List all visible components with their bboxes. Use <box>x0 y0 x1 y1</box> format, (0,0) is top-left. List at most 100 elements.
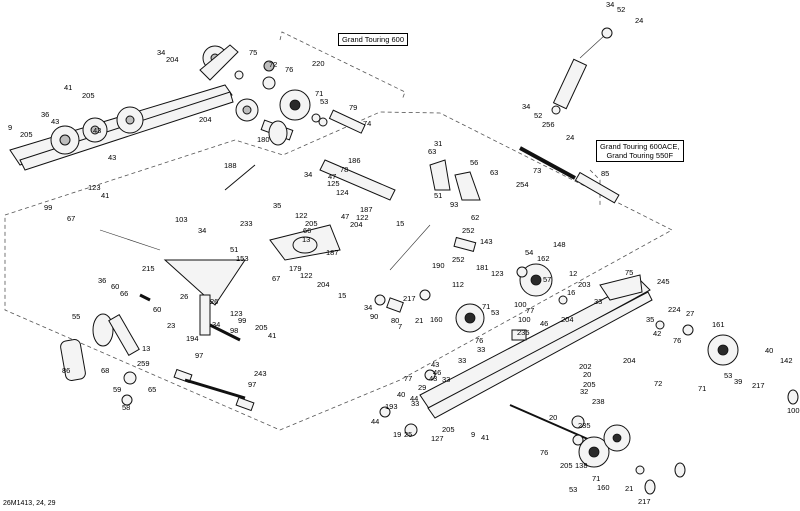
part-number-label: 205 <box>305 219 318 228</box>
part-number-label: 235 <box>578 421 591 430</box>
part-number-label: 203 <box>578 280 591 289</box>
part-number-label: 12 <box>569 269 577 278</box>
part-number-label: 181 <box>476 263 489 272</box>
part-number-label: 40 <box>765 346 773 355</box>
part-number-label: 86 <box>62 366 70 375</box>
part-number-label: 123 <box>491 269 504 278</box>
part-number-label: 44 <box>410 394 418 403</box>
part-number-label: 67 <box>272 274 280 283</box>
part-number-label: 34 <box>364 303 372 312</box>
part-number-label: 160 <box>597 483 610 492</box>
part-number-label: 33 <box>477 345 485 354</box>
part-number-label: 13 <box>302 235 310 244</box>
part-number-label: 160 <box>430 315 443 324</box>
part-number-label: 233 <box>240 219 253 228</box>
callout-line: Grand Touring 600 <box>342 35 404 44</box>
part-number-label: 205 <box>255 323 268 332</box>
part-number-label: 60 <box>153 305 161 314</box>
part-number-label: 33 <box>411 399 419 408</box>
part-number-label: 53 <box>320 97 328 106</box>
part-number-label: 220 <box>312 59 325 68</box>
part-number-label: 7 <box>398 322 402 331</box>
part-number-label: 75 <box>249 48 257 57</box>
part-number-label: 97 <box>248 380 256 389</box>
part-number-label: 190 <box>432 261 445 270</box>
part-number-label: 224 <box>668 305 681 314</box>
part-number-label: 35 <box>273 201 281 210</box>
part-number-label: 53 <box>724 371 732 380</box>
part-number-label: 34 <box>522 102 530 111</box>
part-number-label: 100 <box>518 315 531 324</box>
part-number-label: 15 <box>396 219 404 228</box>
part-number-label: 46 <box>433 368 441 377</box>
part-number-label: 71 <box>315 89 323 98</box>
part-number-label: 23 <box>167 321 175 330</box>
part-number-label: 205 <box>82 91 95 100</box>
part-number-label: 77 <box>526 306 534 315</box>
part-number-label: 217 <box>752 381 765 390</box>
part-number-label: 127 <box>431 434 444 443</box>
center-suspension-arm <box>99 159 481 271</box>
slide-rail <box>419 274 653 441</box>
part-number-label: 72 <box>269 60 277 69</box>
part-number-label: 13 <box>142 344 150 353</box>
group-outline-rear-suspension <box>4 111 673 431</box>
part-number-label: 36 <box>41 110 49 119</box>
part-number-label: 75 <box>625 268 633 277</box>
part-number-label: 205 <box>20 130 33 139</box>
part-number-label: 103 <box>175 215 188 224</box>
part-number-label: 57 <box>543 275 551 284</box>
part-number-label: 85 <box>601 169 609 178</box>
part-number-label: 41 <box>481 433 489 442</box>
part-number-label: 36 <box>98 276 106 285</box>
front-arm-spring-assembly <box>60 259 255 412</box>
shaft-85 <box>574 171 620 204</box>
part-number-label: 252 <box>462 226 475 235</box>
front-rail-assembly <box>9 44 239 171</box>
shock-absorber <box>551 27 613 115</box>
part-number-label: 41 <box>101 191 109 200</box>
part-number-label: 76 <box>540 448 548 457</box>
part-number-label: 26 <box>210 297 218 306</box>
part-number-label: 32 <box>580 387 588 396</box>
part-number-label: 71 <box>482 302 490 311</box>
part-number-label: 153 <box>236 254 249 263</box>
part-number-label: 63 <box>490 168 498 177</box>
part-number-label: 217 <box>403 294 416 303</box>
part-number-label: 35 <box>646 315 654 324</box>
part-number-label: 180 <box>257 135 270 144</box>
part-number-label: 187 <box>326 248 339 257</box>
part-number-label: 44 <box>371 417 379 426</box>
part-number-label: 76 <box>475 336 483 345</box>
part-number-label: 125 <box>327 179 340 188</box>
part-number-label: 65 <box>148 385 156 394</box>
part-number-label: 215 <box>142 264 155 273</box>
part-number-label: 238 <box>592 397 605 406</box>
part-number-label: 25 <box>404 430 412 439</box>
group-outline-grand-touring-600 <box>279 31 406 101</box>
part-number-label: 90 <box>370 312 378 321</box>
part-number-label: 43 <box>431 360 439 369</box>
part-number-label: 42 <box>653 329 661 338</box>
part-number-label: 78 <box>340 165 348 174</box>
hardware-parts <box>374 289 585 437</box>
part-number-label: 72 <box>654 379 662 388</box>
part-number-label: 43 <box>429 374 437 383</box>
part-number-label: 53 <box>491 308 499 317</box>
rear-idler-wheels <box>572 320 799 495</box>
part-number-label: 41 <box>268 331 276 340</box>
part-number-label: 179 <box>289 264 302 273</box>
part-number-label: 73 <box>533 166 541 175</box>
part-number-label: 58 <box>122 403 130 412</box>
part-number-label: 33 <box>594 297 602 306</box>
part-number-label: 97 <box>195 351 203 360</box>
shaft-73 <box>519 146 576 180</box>
part-number-label: 194 <box>186 334 199 343</box>
part-number-label: 26 <box>180 292 188 301</box>
part-number-label: 47 <box>328 172 336 181</box>
callout-grand-touring-600ace: Grand Touring 600ACE, Grand Touring 550F <box>596 140 684 162</box>
part-number-label: 204 <box>166 55 179 64</box>
part-number-label: 122 <box>300 271 313 280</box>
idler-wheels-center <box>455 263 568 333</box>
